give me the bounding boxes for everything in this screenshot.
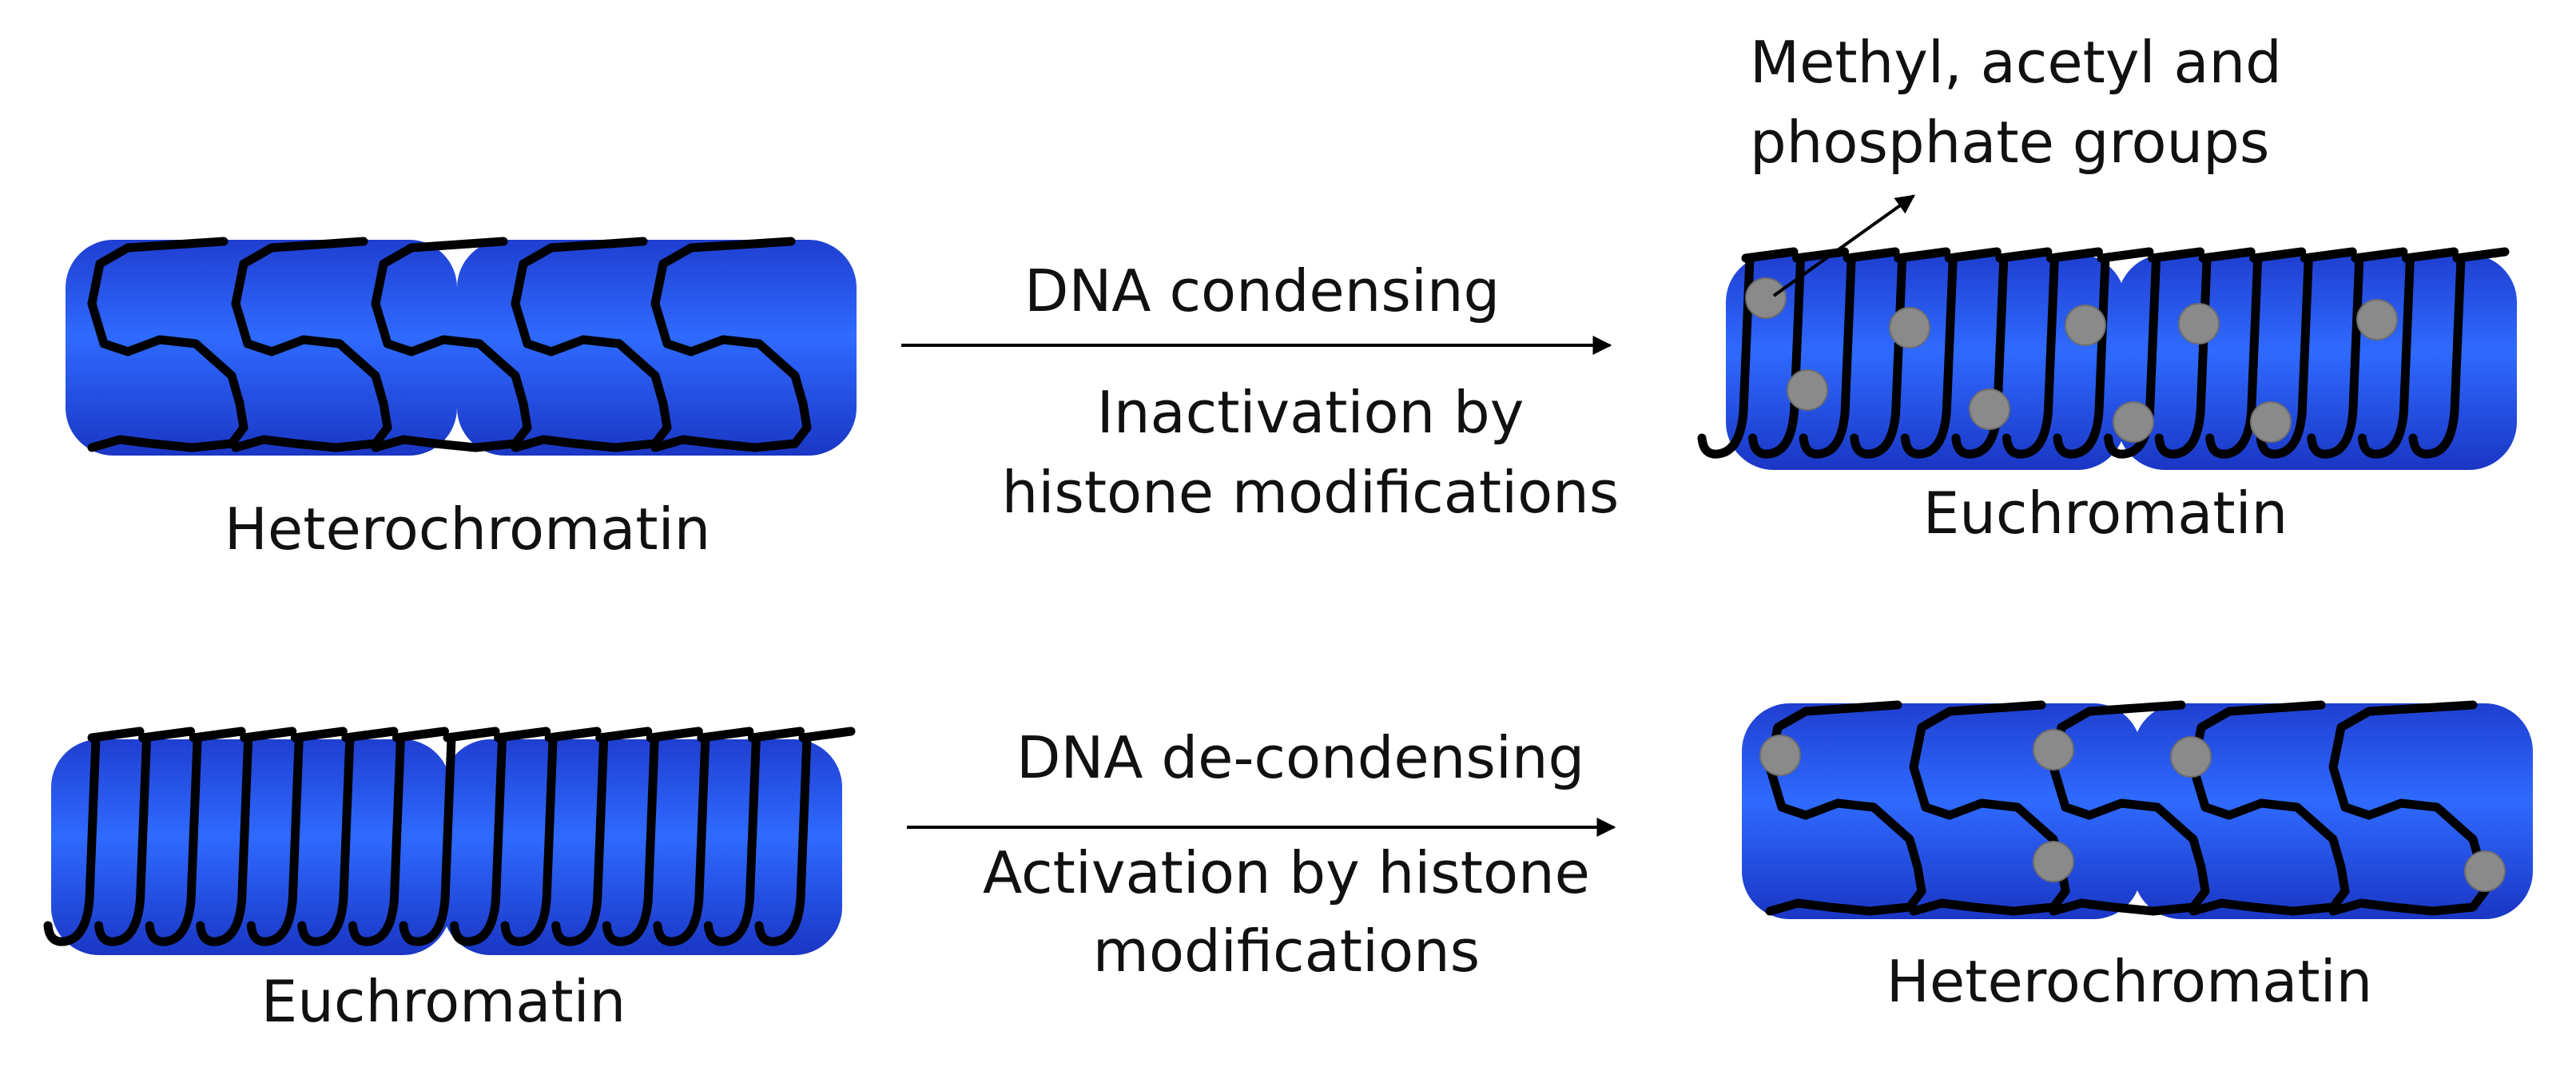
dna-hook-strand <box>1799 247 1900 459</box>
cylinder-heterochromatin-bottom-right <box>1742 703 2533 919</box>
dna-hook-strand <box>2357 247 2459 459</box>
modification-dot <box>2356 299 2398 340</box>
modification-dot <box>1787 369 1828 411</box>
modification-dot <box>2178 303 2220 344</box>
dna-hook-strand <box>602 727 703 946</box>
modification-dot <box>1759 735 1801 776</box>
label-dna-condensing: DNA condensing <box>1024 257 1501 324</box>
annotation-methyl-acetyl-phosphate: Methyl, acetyl and phosphate groups <box>1750 22 2282 182</box>
dna-hook-strand <box>2053 247 2154 459</box>
dna-strand-hooks-top-right <box>1697 247 2510 459</box>
dna-hook-strand <box>1900 247 2002 459</box>
label-euchromatin-bottom-left: Euchromatin <box>260 968 626 1035</box>
dna-hook-strand <box>246 727 348 946</box>
modification-dots-top-right <box>1745 277 2398 443</box>
label-activation-line-1: Activation by histone <box>983 839 1590 906</box>
dna-strand-hooks-bottom-left <box>43 727 856 946</box>
dna-hook-strand <box>500 727 602 946</box>
dna-hook-strand <box>94 727 196 946</box>
dna-hook-strand <box>653 727 754 946</box>
dna-hook-strand <box>2154 247 2256 459</box>
label-heterochromatin-bottom-right: Heterochromatin <box>1886 948 2373 1015</box>
modification-dot <box>1745 277 1787 319</box>
label-euchromatin-top-right: Euchromatin <box>1922 480 2288 547</box>
modification-dot <box>2113 401 2154 443</box>
dna-hook-strand <box>399 727 500 946</box>
dna-hook-strand <box>551 727 653 946</box>
dna-hook-strand <box>703 727 805 946</box>
annotation-line-1: Methyl, acetyl and <box>1750 29 2282 96</box>
label-inactivation-line-2: histone modifications <box>1001 459 1620 526</box>
dna-strand-s-loops-top-left <box>87 237 812 452</box>
dna-hook-strand <box>43 727 145 946</box>
dna-hook-strand <box>2002 247 2103 459</box>
modification-dot <box>2464 850 2506 892</box>
label-activation-line-2: modifications <box>1092 918 1481 985</box>
dna-hook-strand <box>2408 247 2510 459</box>
modification-dot <box>2250 401 2292 443</box>
arrow-annotation-pointer <box>1772 194 1915 297</box>
modification-dot <box>2065 305 2106 346</box>
dna-hook-strand <box>297 727 399 946</box>
dna-hook-strand <box>2256 247 2357 459</box>
modification-dot <box>2033 729 2074 770</box>
dna-hook-strand <box>348 727 449 946</box>
cylinder-euchromatin-top-right <box>1726 254 2517 470</box>
dna-hook-strand <box>1850 247 1951 459</box>
label-heterochromatin-top-left: Heterochromatin <box>224 496 711 563</box>
modification-dot <box>1969 388 2010 430</box>
dna-hook-strand <box>2205 247 2307 459</box>
annotation-line-2: phosphate groups <box>1750 109 2270 176</box>
dna-hook-strand <box>145 727 246 946</box>
modification-dot <box>2033 841 2074 882</box>
dna-hook-strand <box>2307 247 2408 459</box>
label-inactivation-line-1: Inactivation by <box>1096 379 1525 446</box>
modification-dot <box>1889 307 1930 348</box>
dna-hook-strand <box>1697 247 1799 459</box>
modification-dot <box>2170 736 2212 778</box>
dna-hook-strand <box>450 727 551 946</box>
dna-hook-strand <box>754 727 856 946</box>
cylinder-heterochromatin-top-left <box>66 240 857 456</box>
dna-hook-strand <box>196 727 297 946</box>
modification-dots-bottom-right <box>1759 729 2506 892</box>
label-dna-de-condensing: DNA de-condensing <box>1016 724 1585 791</box>
